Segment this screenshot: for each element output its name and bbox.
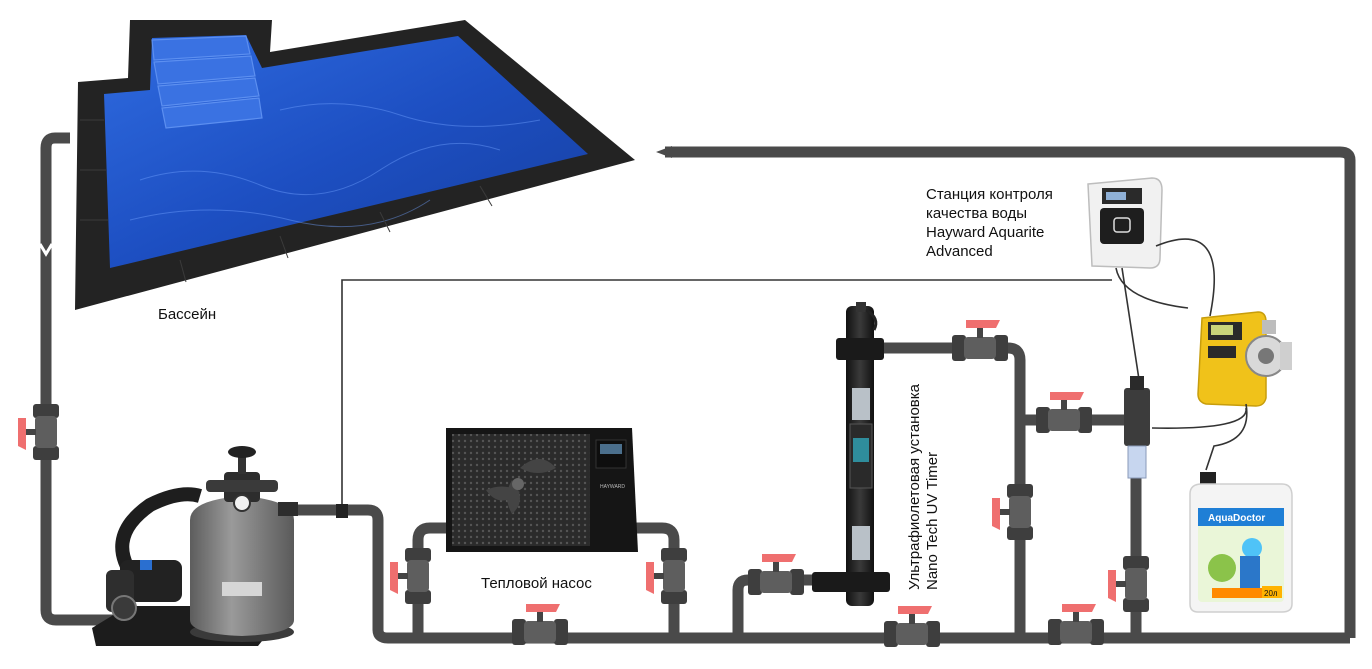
- pool: [75, 20, 635, 310]
- ball-valve: [748, 554, 804, 595]
- ball-valve: [1036, 392, 1092, 433]
- canister-brand: AquaDoctor: [1208, 513, 1265, 524]
- heat-pump: HAYWARD: [446, 428, 638, 552]
- heat-pump-label: Тепловой насос: [481, 575, 592, 592]
- return-inlet-arrow: [656, 146, 672, 158]
- ball-valve: [1048, 604, 1104, 645]
- flow-arrow-icon: [38, 243, 54, 257]
- pump-filter-unit: [92, 446, 298, 646]
- canister-volume: 20л: [1264, 589, 1278, 598]
- uv-unit: [812, 302, 890, 606]
- valves: [18, 320, 1149, 647]
- uv-unit-label: Ультрафиолетовая установка Nano Tech UV …: [906, 384, 941, 590]
- ball-valve: [884, 606, 940, 647]
- pipe-uv-loop: [732, 574, 866, 638]
- pipe-filter-outlet: [288, 504, 1350, 644]
- signal-cable: [341, 279, 1112, 512]
- heat-pump-brand: HAYWARD: [600, 484, 625, 490]
- pool-label: Бассейн: [158, 306, 217, 323]
- dosing-pump: [1151, 311, 1292, 471]
- pipe-return-to-pool: [665, 146, 1356, 638]
- fan-icon: [486, 459, 556, 514]
- control-station-label: Станция контроля качества воды Hayward A…: [926, 186, 1053, 260]
- chemical-canister: AquaDoctor 20л: [1189, 472, 1293, 613]
- sensor-clamp: [336, 504, 348, 518]
- ball-valve: [390, 548, 431, 604]
- ball-valve: [512, 604, 568, 645]
- ball-valve: [646, 548, 687, 604]
- water-control-station: [1087, 177, 1216, 387]
- chlorinator-cell: [1124, 376, 1150, 479]
- ball-valve: [18, 404, 59, 460]
- ball-valve: [1108, 556, 1149, 612]
- pipe-pool-to-pump: [40, 132, 120, 626]
- ball-valve: [952, 320, 1008, 361]
- pipe-uv-top: [866, 342, 1026, 638]
- ball-valve: [992, 484, 1033, 540]
